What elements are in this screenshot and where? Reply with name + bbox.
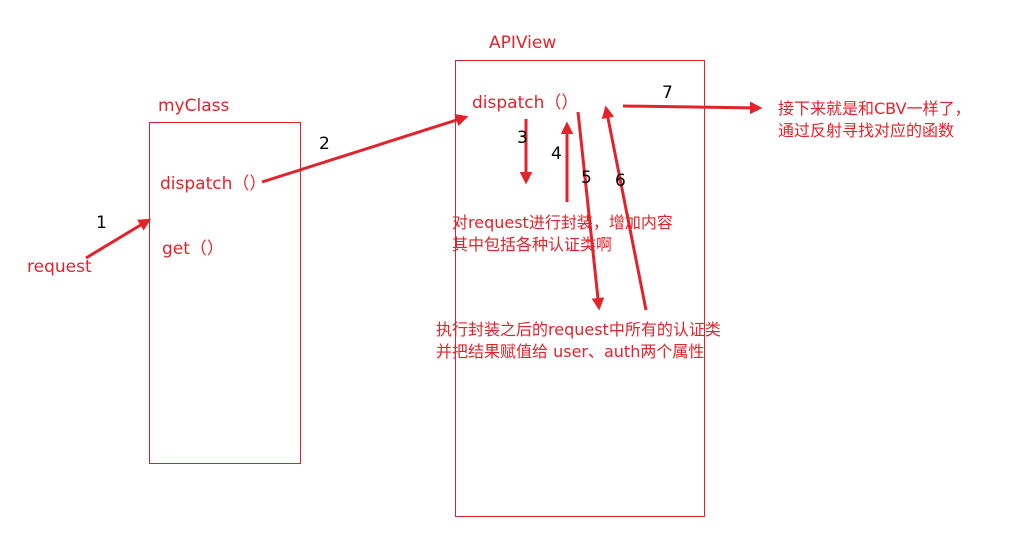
wrap-note-line-2: 其中包括各种认证类啊 [452, 235, 613, 254]
step-5: 5 [581, 168, 592, 188]
step-3: 3 [517, 128, 528, 148]
step-4: 4 [551, 144, 562, 164]
myclass-box [149, 122, 301, 464]
auth-note-line-2: 并把结果赋值给 user、auth两个属性 [436, 342, 705, 361]
arrow-5 [576, 111, 605, 311]
wrap-note: 对request进行封装，增加内容 其中包括各种认证类啊 [452, 212, 673, 256]
apiview-title: APIView [489, 33, 557, 53]
auth-note-line-1: 执行封装之后的request中所有的认证类 [436, 320, 721, 339]
step-2: 2 [319, 134, 330, 154]
step-7: 7 [662, 83, 673, 103]
arrow-1 [85, 218, 152, 260]
myclass-title: myClass [158, 96, 230, 116]
step-6: 6 [615, 171, 626, 191]
arrow-2 [261, 114, 469, 184]
wrap-note-line-1: 对request进行封装，增加内容 [452, 213, 673, 232]
apiview-box [455, 60, 705, 517]
apiview-dispatch: dispatch（） [472, 93, 579, 113]
step-1: 1 [96, 213, 107, 233]
cbv-note-line-1: 接下来就是和CBV一样了， [778, 99, 971, 118]
arrow-7 [622, 101, 763, 115]
cbv-note-line-2: 通过反射寻找对应的函数 [778, 121, 955, 140]
cbv-note: 接下来就是和CBV一样了， 通过反射寻找对应的函数 [778, 98, 971, 142]
myclass-dispatch: dispatch（） [160, 174, 267, 194]
auth-note: 执行封装之后的request中所有的认证类 并把结果赋值给 user、auth两… [436, 319, 721, 363]
myclass-get: get（） [162, 239, 224, 259]
request-label: request [27, 257, 92, 277]
arrow-6 [601, 105, 648, 311]
